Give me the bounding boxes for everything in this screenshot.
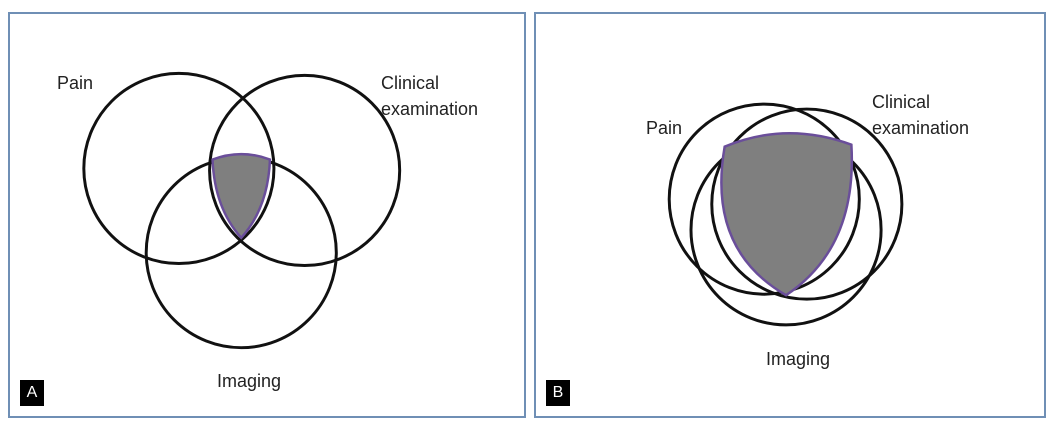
panel-a-venn (82, 71, 402, 350)
panel-a-tag: A (20, 380, 44, 406)
clinical-examination-circle (208, 73, 402, 267)
clinical-examination-label: Clinical examination (872, 92, 970, 138)
panel-b-tag: B (546, 380, 570, 406)
triple-overlap-region (720, 132, 854, 297)
pain-label: Pain (57, 73, 94, 93)
panel-b: Pain Clinical examination Imaging B (534, 12, 1046, 418)
pain-label: Pain (646, 118, 683, 138)
imaging-label: Imaging (217, 371, 282, 391)
imaging-label: Imaging (766, 349, 831, 369)
triple-overlap-region (211, 152, 272, 240)
pain-circle (667, 102, 861, 296)
pain-circle (82, 71, 276, 266)
clinical-examination-circle (710, 107, 904, 301)
panel-a: Pain Clinical examination Imaging A (8, 12, 526, 418)
clinical-examination-label: Clinical examination (381, 73, 479, 119)
panel-b-venn (667, 102, 904, 327)
